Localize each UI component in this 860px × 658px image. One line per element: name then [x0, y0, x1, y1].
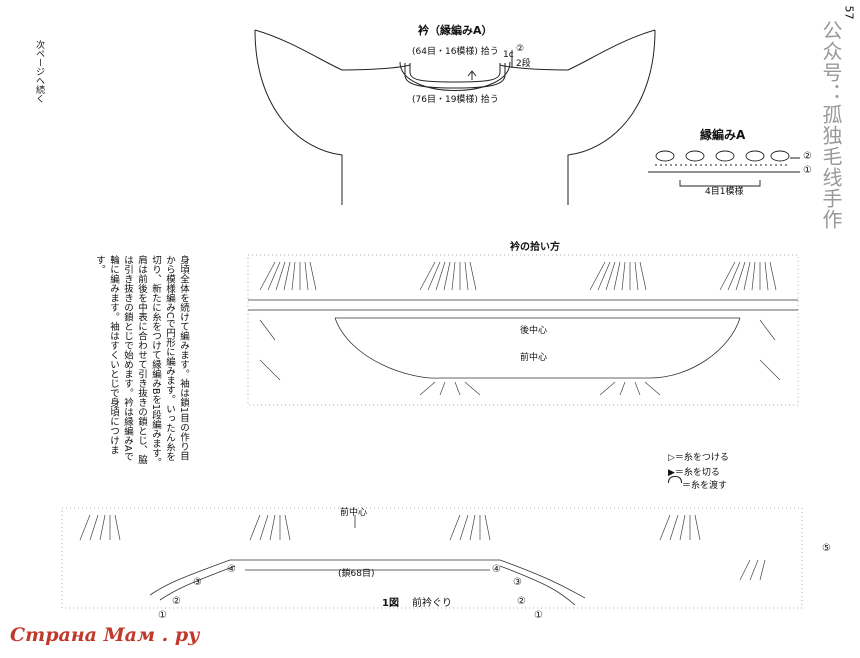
collar-height-note: 1c: [503, 50, 514, 60]
pickup-back-center: 後中心: [520, 326, 548, 336]
collar-circled-note: ②: [516, 44, 525, 54]
instructions-text: 身頃全体を続けて編みます。袖は鎖1目の作り目から模様編みCで円形に編みます。いっ…: [94, 255, 189, 468]
marker-left-1: ①: [158, 610, 167, 621]
pickup-chart-frame: [247, 254, 799, 406]
neckline-fan-motifs: [79, 514, 766, 581]
legend-attach: ▷＝糸をつける: [668, 453, 729, 463]
neckline-chain-count: (鎖68目): [338, 569, 375, 579]
legend-cut: ▶＝糸を切る: [668, 468, 720, 478]
edging-a-swatch: [648, 150, 800, 187]
edging-a-title: 縁編みA: [700, 128, 746, 142]
marker-left-2: ②: [172, 596, 181, 607]
marker-left-4: ④: [227, 564, 236, 575]
marker-left-3: ③: [193, 577, 202, 588]
edging-a-row2: ②: [803, 151, 812, 162]
marker-right-4: ④: [492, 564, 501, 575]
figure-title: 前衿ぐり: [412, 598, 452, 609]
edging-shells: [655, 150, 790, 162]
collar-title: 衿（縁編みA）: [418, 24, 493, 37]
collar-pickup-upper: (64目・16模様) 拾う: [412, 47, 499, 57]
figure-label: 1図: [382, 598, 399, 609]
neckline-front-center: 前中心: [340, 508, 368, 518]
side-brand-text: 公众号：孤独毛线手作: [819, 20, 843, 230]
legend-carry: ＝糸を渡す: [682, 481, 728, 491]
marker-right-1: ①: [534, 610, 543, 621]
neckline-chart-frame: [61, 507, 803, 609]
pickup-fan-motifs: [259, 261, 781, 396]
edging-a-repeat: 4目1模様: [705, 187, 744, 197]
marker-right-2: ②: [517, 596, 526, 607]
continue-note: 次ページへ続く: [34, 40, 44, 103]
collar-outline: [254, 29, 656, 205]
site-watermark: Страна Мам . ру: [10, 624, 200, 646]
pickup-title: 衿の拾い方: [510, 242, 560, 253]
pickup-front-center: 前中心: [520, 353, 548, 363]
marker-right-5: ⑤: [822, 543, 831, 554]
collar-pickup-lower: (76目・19模様) 拾う: [412, 95, 499, 105]
carry-thread-icon: [668, 476, 682, 483]
edging-a-row1: ①: [803, 165, 812, 176]
collar-rows-note: 2段: [516, 59, 531, 69]
marker-right-3: ③: [513, 577, 522, 588]
